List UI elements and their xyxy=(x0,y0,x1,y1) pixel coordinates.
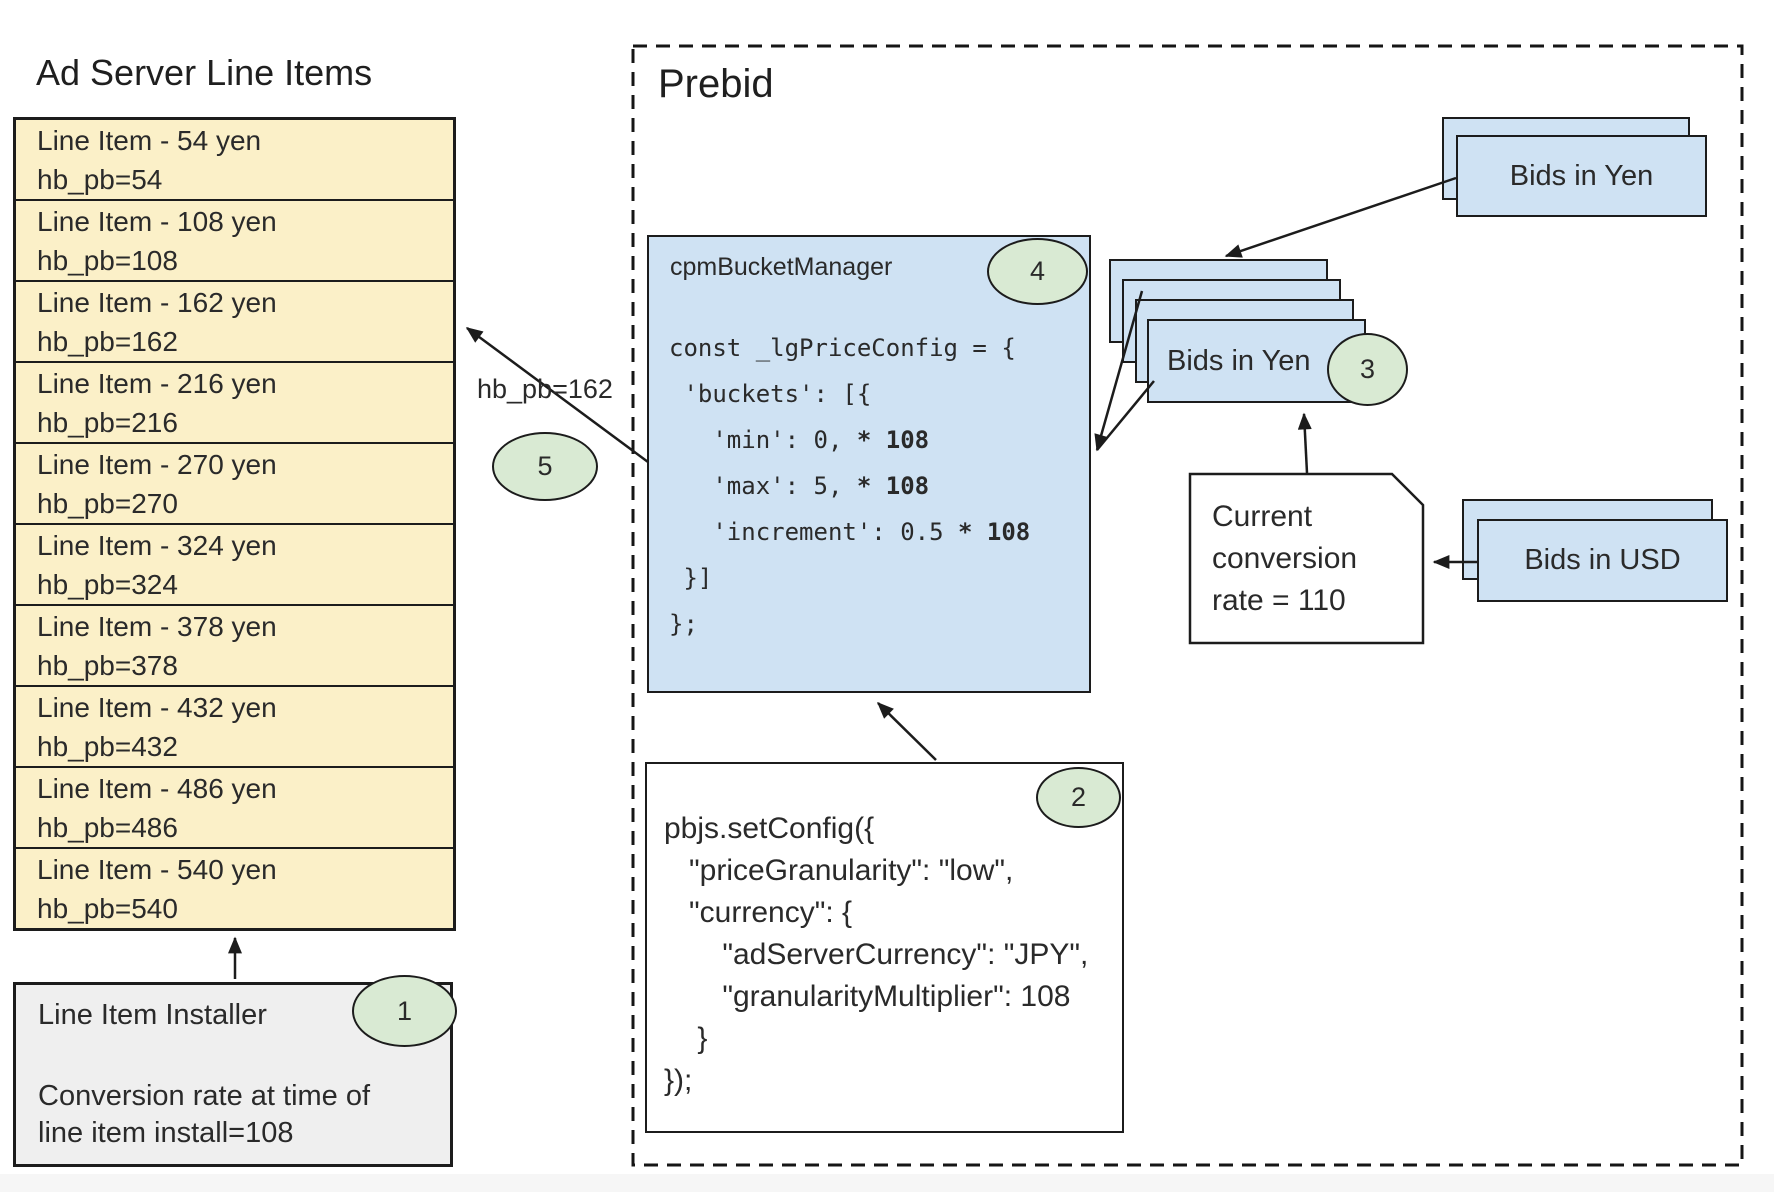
arrow-yen-incoming-to-stack xyxy=(1224,176,1457,258)
line-item-row: Line Item - 540 yen hb_pb=540 xyxy=(16,847,453,928)
cpm-code-segment: * 108 xyxy=(856,472,930,500)
line-item-hb-pb: hb_pb=108 xyxy=(37,245,178,276)
line-item-hb-pb: hb_pb=270 xyxy=(37,488,178,519)
line-item-row: Line Item - 162 yen hb_pb=162 xyxy=(16,280,453,361)
conversion-note-line-1: Current xyxy=(1212,500,1313,533)
set-config-code-line: "currency": { xyxy=(664,896,853,929)
cpm-code-segment: 'max': 5, xyxy=(669,472,857,500)
line-item-label: Line Item - 162 yen xyxy=(37,287,277,318)
line-item-hb-pb: hb_pb=54 xyxy=(37,164,163,195)
set-config-code-line: "adServerCurrency": "JPY", xyxy=(664,938,1089,971)
line-item-label: Line Item - 378 yen xyxy=(37,611,277,642)
set-config-code-line: } xyxy=(664,1022,708,1055)
cpm-code-line: 'max': 5, * 108 xyxy=(669,463,1030,509)
line-item-row: Line Item - 432 yen hb_pb=432 xyxy=(16,685,453,766)
prebid-title: Prebid xyxy=(658,62,774,106)
arrow-yen-stack-to-cpm-2 xyxy=(1096,380,1155,451)
cpm-code-segment: const _lgPriceConfig = { xyxy=(669,334,1016,362)
line-item-row: Line Item - 108 yen hb_pb=108 xyxy=(16,199,453,280)
cpm-code-line: 'increment': 0.5 * 108 xyxy=(669,509,1030,555)
line-item-hb-pb: hb_pb=162 xyxy=(37,326,178,357)
line-item-row: Line Item - 270 yen hb_pb=270 xyxy=(16,442,453,523)
cpm-code-segment: * 108 xyxy=(856,426,930,454)
cpm-code-segment: }] xyxy=(669,564,713,592)
step-badge-3: 3 xyxy=(1327,333,1408,406)
page-bottom-strip xyxy=(0,1174,1774,1192)
cpm-code-line: const _lgPriceConfig = { xyxy=(669,325,1030,371)
set-config-code-line: pbjs.setConfig({ xyxy=(664,812,875,845)
line-item-label: Line Item - 216 yen xyxy=(37,368,277,399)
line-item-label: Line Item - 54 yen xyxy=(37,125,262,156)
cpm-code-line: }] xyxy=(669,555,1030,601)
line-item-row: Line Item - 378 yen hb_pb=378 xyxy=(16,604,453,685)
step-badge-4: 4 xyxy=(987,238,1088,305)
cpm-bucket-manager-code: const _lgPriceConfig = { 'buckets': [{ '… xyxy=(669,325,1030,647)
arrow-setconfig-to-cpm xyxy=(877,702,937,761)
bids-in-yen-incoming-card: Bids in Yen xyxy=(1456,135,1707,217)
line-item-label: Line Item - 540 yen xyxy=(37,854,277,885)
ad-server-title: Ad Server Line Items xyxy=(36,52,373,93)
cpm-code-segment: }; xyxy=(669,610,698,638)
step-badge-5: 5 xyxy=(492,432,598,501)
step-badge-1: 1 xyxy=(352,975,457,1047)
conversion-note-line-3: rate = 110 xyxy=(1212,584,1346,617)
line-item-row: Line Item - 324 yen hb_pb=324 xyxy=(16,523,453,604)
set-config-code-line: "priceGranularity": "low", xyxy=(664,854,1014,887)
set-config-code: pbjs.setConfig({ "priceGranularity": "lo… xyxy=(664,808,1088,1102)
step-badge-2: 2 xyxy=(1036,767,1121,828)
cpm-bucket-manager-label: cpmBucketManager xyxy=(670,253,893,281)
bids-in-usd-card: Bids in USD xyxy=(1477,519,1728,602)
cpm-code-segment: 'increment': 0.5 xyxy=(669,518,958,546)
conversion-note-line-2: conversion xyxy=(1212,542,1358,575)
installer-note-line-2: line item install=108 xyxy=(38,1117,294,1149)
line-item-hb-pb: hb_pb=432 xyxy=(37,731,178,762)
line-item-row: Line Item - 216 yen hb_pb=216 xyxy=(16,361,453,442)
line-item-hb-pb: hb_pb=216 xyxy=(37,407,178,438)
line-item-label: Line Item - 324 yen xyxy=(37,530,277,561)
line-item-hb-pb: hb_pb=378 xyxy=(37,650,178,681)
line-item-hb-pb: hb_pb=324 xyxy=(37,569,178,600)
cpm-code-segment: 'buckets': [{ xyxy=(669,380,872,408)
cpm-code-segment: 'min': 0, xyxy=(669,426,857,454)
installer-title: Line Item Installer xyxy=(38,999,267,1031)
cpm-code-line: 'buckets': [{ xyxy=(669,371,1030,417)
cpm-code-line: 'min': 0, * 108 xyxy=(669,417,1030,463)
line-item-label: Line Item - 432 yen xyxy=(37,692,277,723)
line-item-label: Line Item - 108 yen xyxy=(37,206,277,237)
line-item-label: Line Item - 486 yen xyxy=(37,773,277,804)
line-item-label: Line Item - 270 yen xyxy=(37,449,277,480)
set-config-code-line: "granularityMultiplier": 108 xyxy=(664,980,1071,1013)
hb-pb-arrow-label: hb_pb=162 xyxy=(477,374,613,404)
conversion-rate-note: Current conversion rate = 110 xyxy=(1212,496,1357,622)
installer-note-line-1: Conversion rate at time of xyxy=(38,1080,371,1112)
line-item-row: Line Item - 54 yen hb_pb=54 xyxy=(16,120,453,199)
cpm-code-line: }; xyxy=(669,601,1030,647)
line-item-hb-pb: hb_pb=486 xyxy=(37,812,178,843)
arrow-conversion-to-yen-stack xyxy=(1297,412,1312,474)
cpm-code-segment: * 108 xyxy=(957,518,1031,546)
line-item-row: Line Item - 486 yen hb_pb=486 xyxy=(16,766,453,847)
line-item-hb-pb: hb_pb=540 xyxy=(37,893,178,924)
set-config-code-line: }); xyxy=(664,1064,693,1097)
